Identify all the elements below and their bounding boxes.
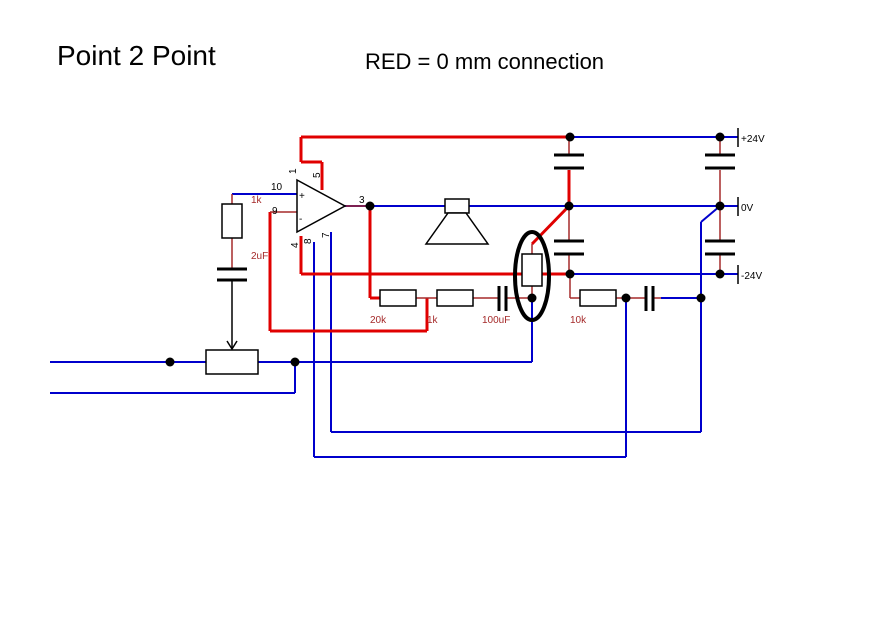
resistor-10k xyxy=(579,289,617,307)
label-r-20k: 20k xyxy=(370,315,387,326)
pin-10-label: 10 xyxy=(271,182,283,193)
pin-3-label: 3 xyxy=(359,195,365,206)
pin-minus-label: - xyxy=(299,214,302,225)
op-amp: + - xyxy=(296,178,347,234)
label-rail-neg: -24V xyxy=(741,271,762,282)
node xyxy=(365,201,375,211)
pin-1-label: 1 xyxy=(288,168,299,174)
node xyxy=(621,293,631,303)
pin-5-label: 5 xyxy=(312,172,323,178)
label-r-1k: 1k xyxy=(427,315,439,326)
node xyxy=(165,357,175,367)
label-r-feedback: 1k xyxy=(251,195,263,206)
blue-wires xyxy=(50,136,738,458)
pin-9-label: 9 xyxy=(272,206,278,217)
label-rail-zero: 0V xyxy=(741,203,754,214)
node xyxy=(564,201,574,211)
pin-8-label: 8 xyxy=(303,238,314,244)
resistor-1k-feedback xyxy=(221,203,243,239)
capacitor-neg-right xyxy=(705,239,735,256)
highlight-ellipse xyxy=(513,230,551,322)
capacitor-output xyxy=(644,286,655,311)
node xyxy=(290,357,300,367)
node xyxy=(715,269,725,279)
junction-nodes xyxy=(165,132,725,367)
speaker xyxy=(424,198,490,245)
node xyxy=(715,132,725,142)
capacitor-pos-left xyxy=(554,153,584,170)
resistor-20k xyxy=(379,289,417,307)
resistor-vertical-circled xyxy=(521,253,543,287)
pin-plus-label: + xyxy=(299,191,305,202)
node xyxy=(565,269,575,279)
node xyxy=(565,132,575,142)
capacitor-pos-right xyxy=(705,153,735,170)
capacitor-neg-left xyxy=(554,239,584,256)
label-c-100uf: 100uF xyxy=(482,315,510,326)
red-wires xyxy=(268,135,571,333)
page-title: Point 2 Point xyxy=(57,40,216,71)
capacitor-input-2uf xyxy=(217,267,247,282)
label-r-10k: 10k xyxy=(570,315,587,326)
resistor-1k xyxy=(436,289,474,307)
capacitor-100uf xyxy=(497,286,508,311)
node xyxy=(527,293,537,303)
potentiometer xyxy=(205,280,259,375)
label-rail-pos: +24V xyxy=(741,134,765,145)
label-c-input: 2uF xyxy=(251,251,268,262)
node xyxy=(696,293,706,303)
legend-note: RED = 0 mm connection xyxy=(365,49,605,74)
node xyxy=(715,201,725,211)
pin-4-label: 4 xyxy=(290,242,301,248)
pin-7-label: 7 xyxy=(321,232,332,238)
